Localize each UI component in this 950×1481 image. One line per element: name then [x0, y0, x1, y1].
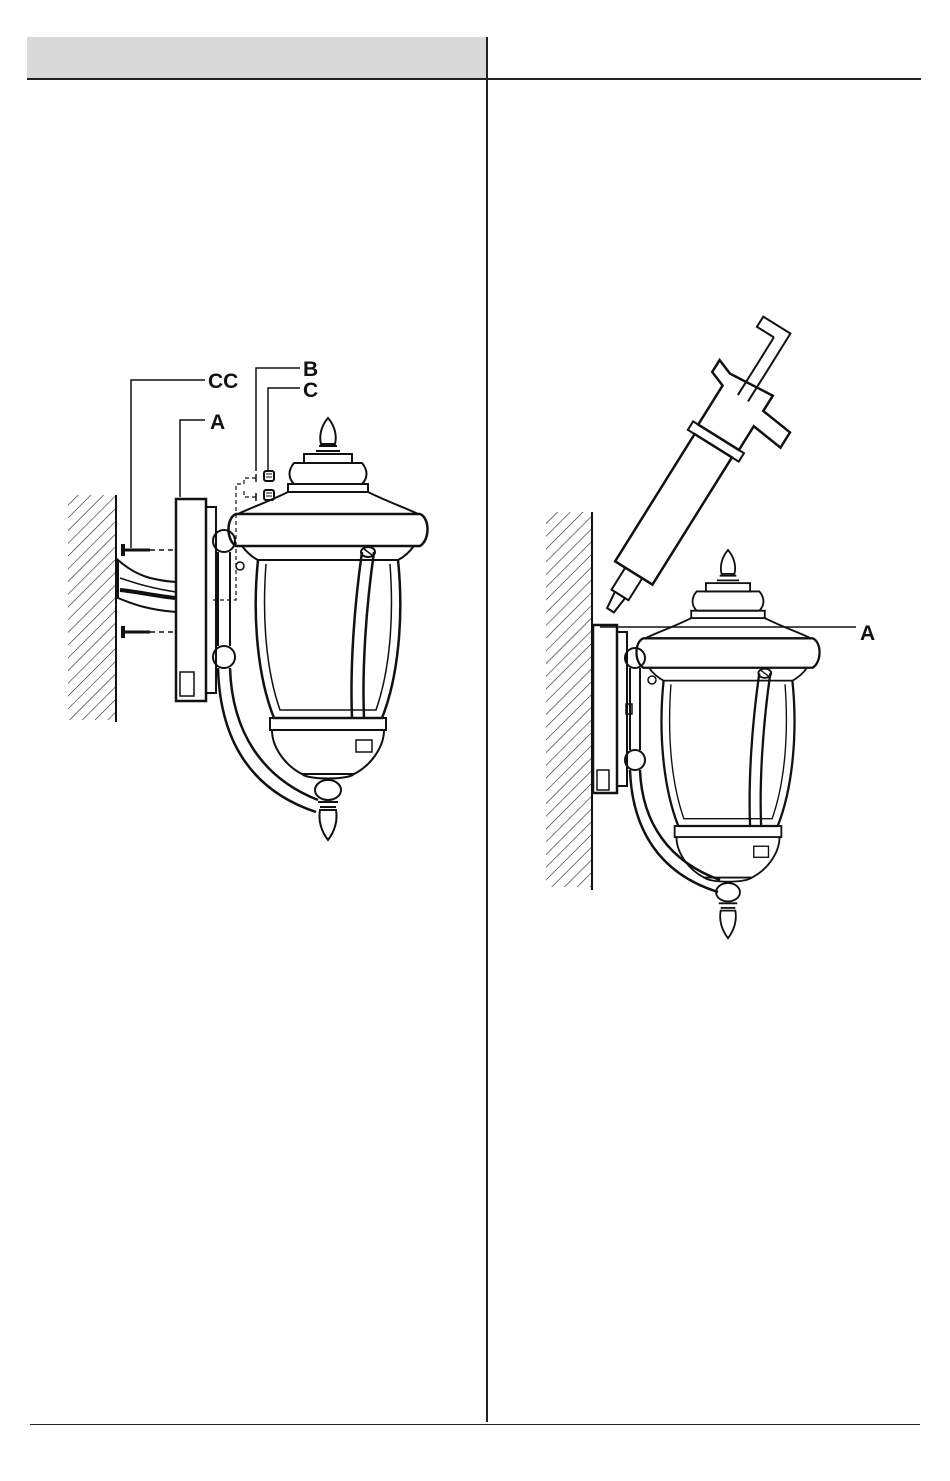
- wire-nut-icon: [256, 471, 274, 501]
- wall-hatch-icon: [68, 495, 116, 722]
- label-a: A: [210, 411, 225, 434]
- label-a: A: [860, 622, 875, 645]
- backplate: [176, 499, 216, 701]
- label-b: B: [303, 358, 318, 381]
- right-diagram: A: [546, 309, 875, 938]
- label-cc: CC: [208, 370, 238, 393]
- lantern-fixture-icon: [636, 550, 819, 938]
- left-diagram: CC A B C: [68, 358, 428, 840]
- label-c: C: [303, 379, 318, 402]
- wall-hatch-icon: [546, 512, 592, 890]
- backplate: [593, 625, 627, 793]
